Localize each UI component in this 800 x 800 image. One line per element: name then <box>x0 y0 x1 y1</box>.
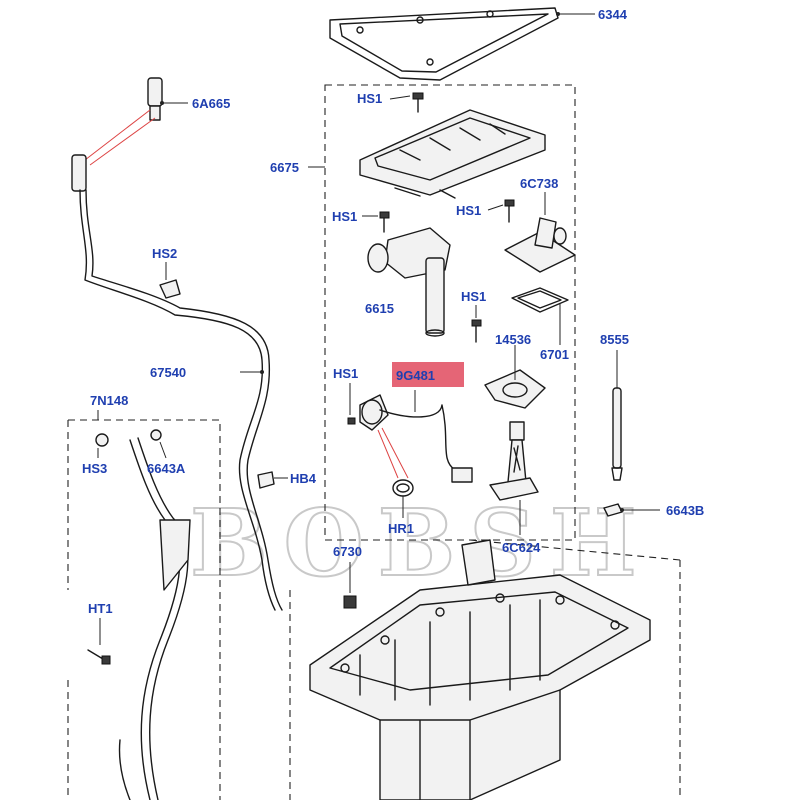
bolt-hs1-mid <box>379 211 390 233</box>
callout-hs1-mid: HS1 <box>332 209 357 224</box>
oil-pan <box>309 539 651 800</box>
watermark: BOBSH <box>190 489 651 597</box>
stud-ht1 <box>87 649 111 665</box>
breather-valve-6a665 <box>147 77 163 121</box>
callout-6c624: 6C624 <box>502 540 541 555</box>
callout-6730: 6730 <box>333 544 362 559</box>
hose-67540 <box>71 154 283 611</box>
bolt-hs1-right <box>504 199 515 223</box>
callout-6675: 6675 <box>270 160 299 175</box>
callout-hr1: HR1 <box>388 521 414 536</box>
bolt-hs3 <box>95 433 109 447</box>
bolt-hs1-lower <box>471 319 482 343</box>
callout-hs2: HS2 <box>152 246 177 261</box>
drain-plug-6730 <box>343 595 357 609</box>
clip-hs2 <box>159 279 181 299</box>
group-box-pan <box>289 539 681 800</box>
callout-8555: 8555 <box>600 332 629 347</box>
callout-hs1-lower: HS1 <box>461 289 486 304</box>
callout-6643a: 6643A <box>147 461 186 476</box>
callout-6c738: 6C738 <box>520 176 558 191</box>
callout-9g481: 9G481 <box>396 368 435 383</box>
callout-14536: 14536 <box>495 332 531 347</box>
group-box-main <box>324 84 576 541</box>
gasket-6344 <box>329 7 559 81</box>
callout-hs1-top: HS1 <box>357 91 382 106</box>
baffle-plate <box>359 109 546 199</box>
bolt-hs1-top <box>412 92 424 113</box>
callout-hs1-right: HS1 <box>456 203 481 218</box>
oil-pickup-tube-6615 <box>367 227 451 337</box>
callout-6a665: 6A665 <box>192 96 230 111</box>
highlight-9g481 <box>392 362 464 387</box>
clip-hb4 <box>257 471 275 489</box>
cover-6c738 <box>504 217 576 273</box>
bracket-14536 <box>484 369 546 409</box>
clip-6643a <box>150 429 162 441</box>
pipe-7n148 <box>118 437 191 800</box>
sensor-9g481 <box>359 394 473 483</box>
callout-hs3: HS3 <box>82 461 107 476</box>
group-box-left <box>67 419 221 800</box>
callout-67540: 67540 <box>150 365 186 380</box>
oil-level-sensor-6c624 <box>489 421 539 501</box>
callout-6643b: 6643B <box>666 503 704 518</box>
bolt-hs1-left <box>347 417 356 425</box>
callout-ht1: HT1 <box>88 601 113 616</box>
callout-hb4: HB4 <box>290 471 317 486</box>
callout-6701: 6701 <box>540 347 569 362</box>
callout-6344: 6344 <box>598 7 628 22</box>
callout-6615: 6615 <box>365 301 394 316</box>
gasket-6701 <box>511 287 569 313</box>
callout-7n148: 7N148 <box>90 393 128 408</box>
callout-hs1-left: HS1 <box>333 366 358 381</box>
dipstick-tube-8555 <box>611 387 623 481</box>
